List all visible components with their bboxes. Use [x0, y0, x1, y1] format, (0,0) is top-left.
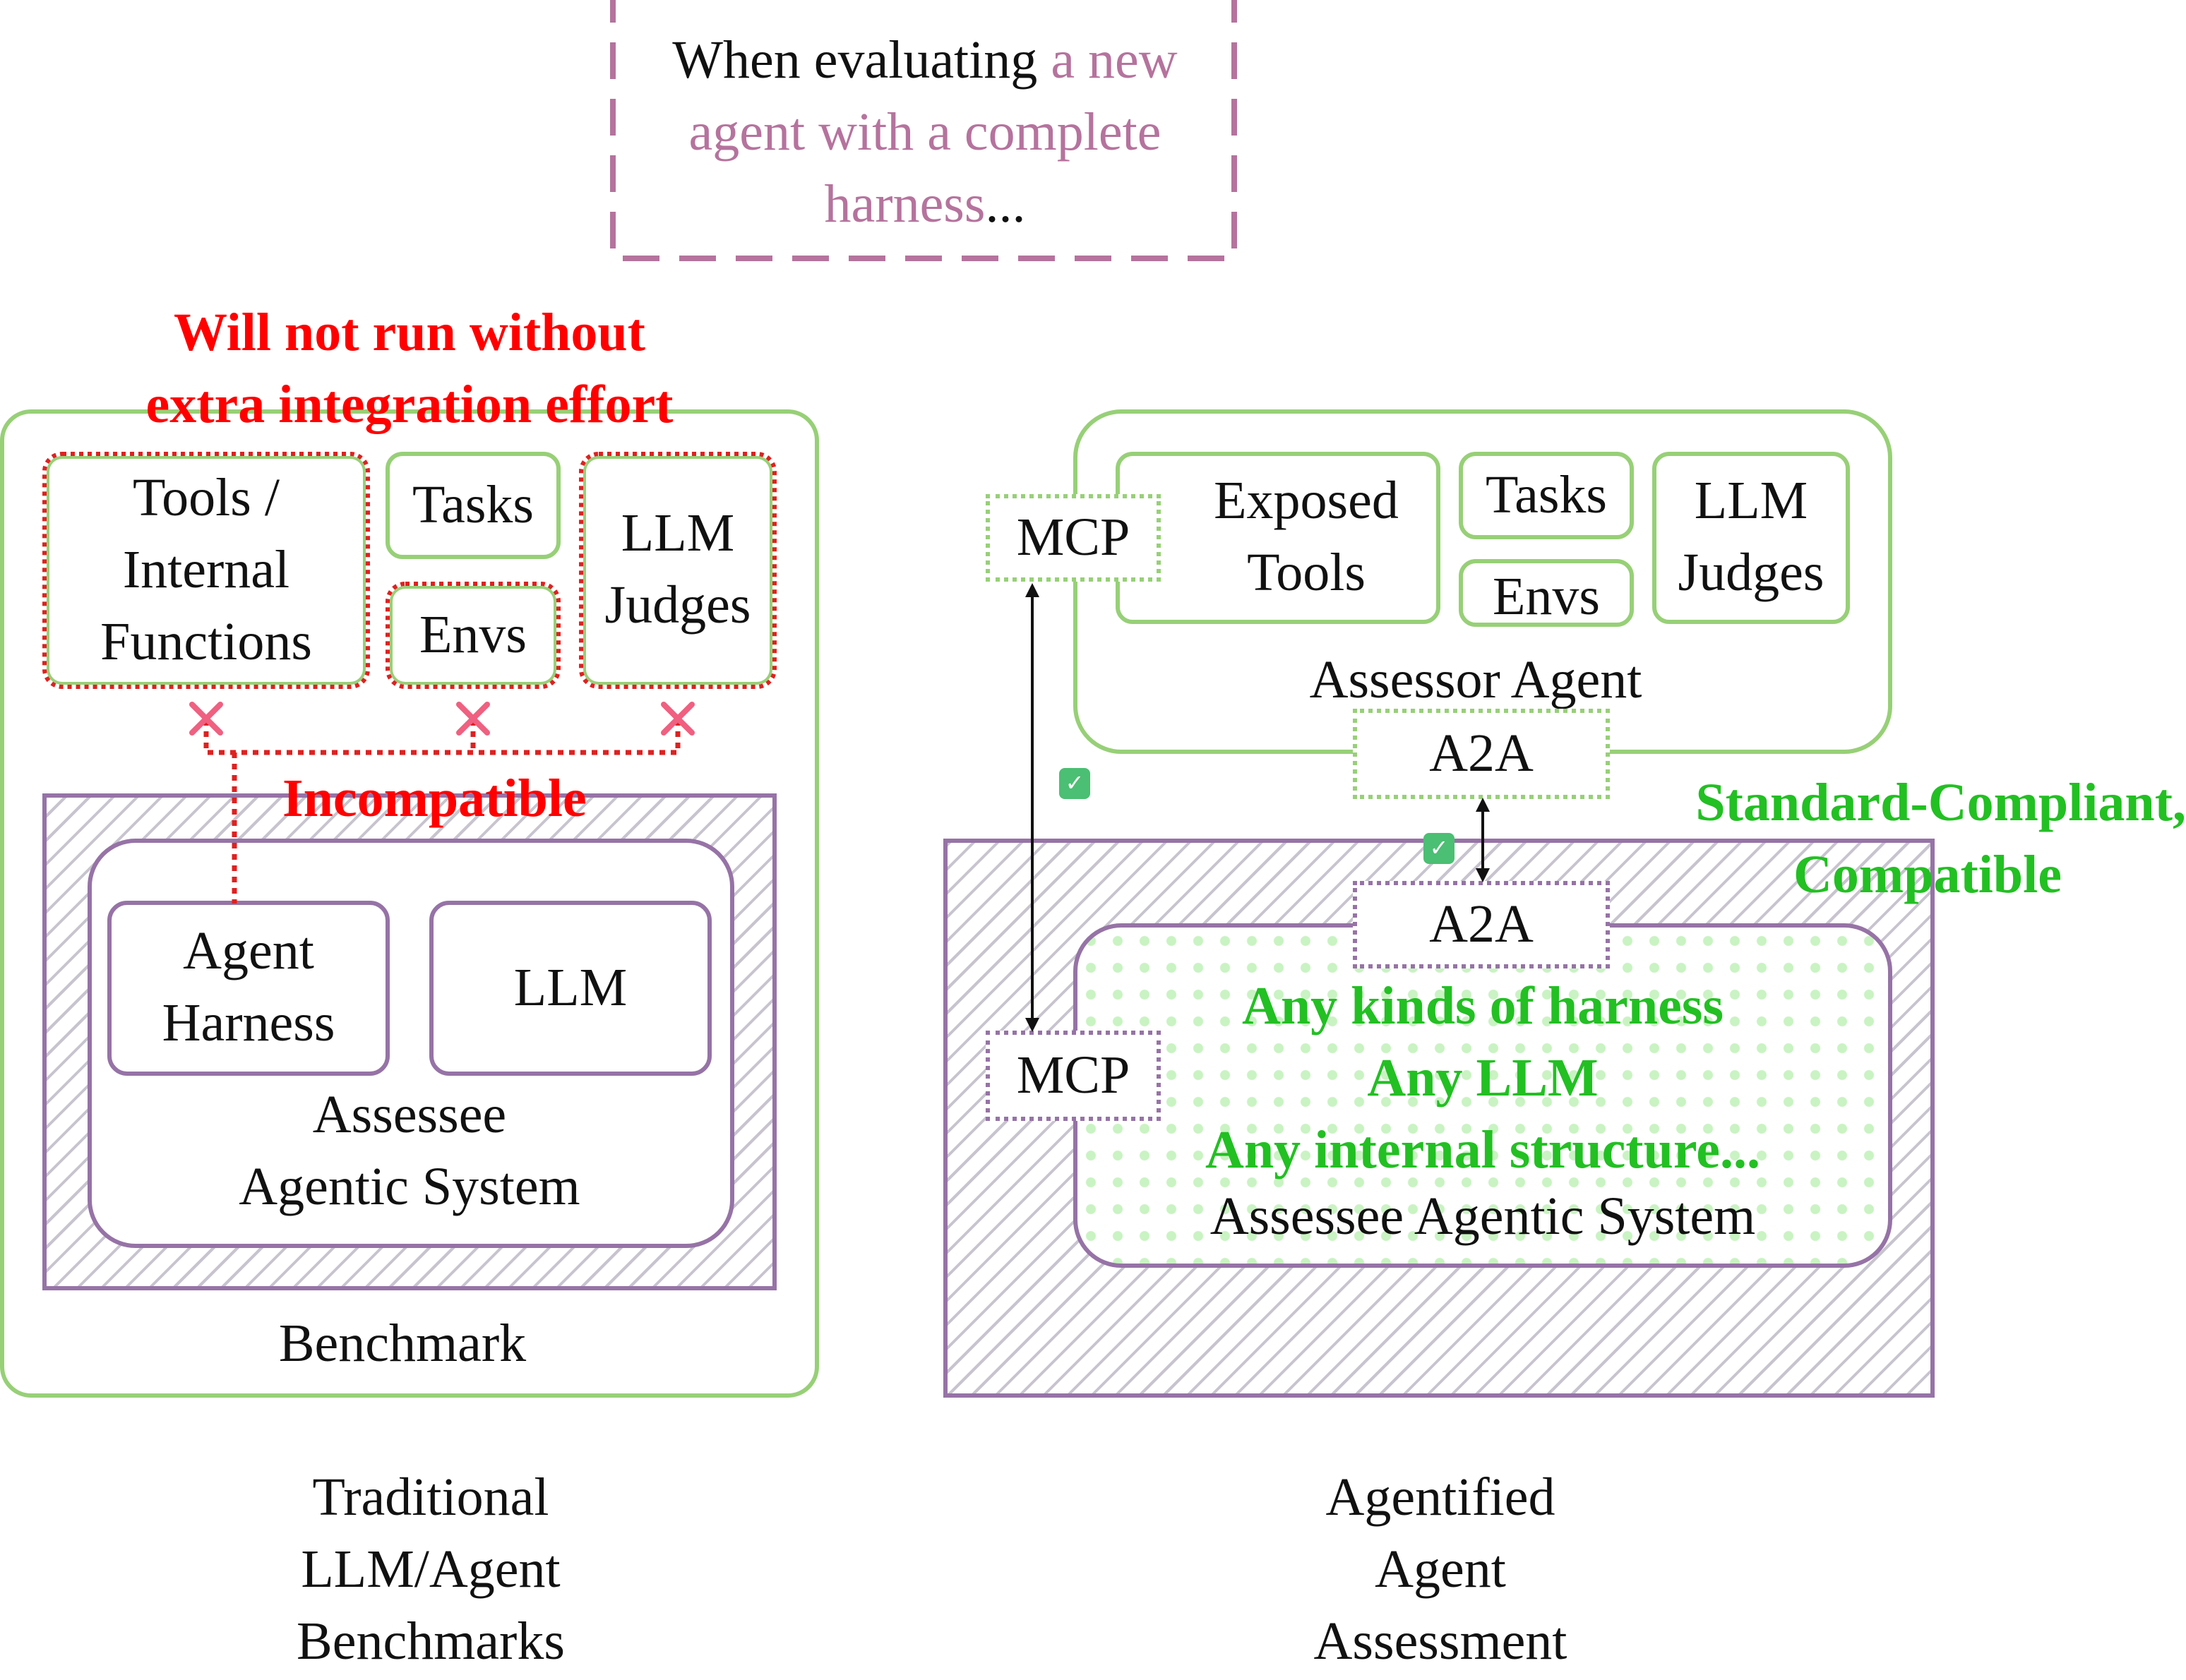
check-icon: ✓ [1423, 833, 1455, 864]
check-icon: ✓ [1059, 768, 1090, 799]
caption-right-line-1: Agentified [1325, 1468, 1555, 1527]
assessee-agentic-system-right [1073, 923, 1892, 1268]
a2a-port-assessor: A2A [1353, 709, 1610, 799]
assessee-label-right: Assessee Agentic System [1130, 1180, 1836, 1254]
standard-compliant-label: Standard-Compliant, Compatible [1624, 768, 2186, 915]
integration-warning-line-2: extra integration effort [145, 376, 674, 435]
assessor-agent-label: Assessor Agent [1243, 644, 1709, 717]
envs-box-right: Envs [1459, 559, 1634, 627]
incompatible-text: Incompatible [282, 769, 587, 829]
caption-right-line-3: Assessment [1313, 1612, 1567, 1671]
incompatible-label: Incompatible [282, 764, 650, 837]
envs-label-right: Envs [1493, 567, 1600, 626]
assessee-line-2-left: Agentic System [239, 1158, 580, 1217]
mcp-port-bottom: MCP [986, 1031, 1161, 1121]
integration-warning: Will not run without extra integration e… [56, 296, 763, 443]
exposed-tools-box: Exposed Tools [1116, 452, 1440, 624]
note-border [610, 0, 1237, 261]
harness-line-1: Agent [183, 922, 314, 981]
note-suffix: ... [985, 174, 1026, 234]
caption-left-line-1: Traditional [312, 1468, 549, 1527]
compliant-line-1: Standard-Compliant, [1695, 774, 2186, 833]
envs-box-left: Envs [386, 582, 561, 689]
a2a-bottom-label: A2A [1429, 894, 1534, 954]
benchmark-label: Benchmark [184, 1307, 621, 1381]
tasks-label-right: Tasks [1485, 465, 1607, 524]
caption-agentified: Agentified Agent Assessment [1214, 1460, 1666, 1680]
tools-internal-functions-box: Tools / Internal Functions [42, 452, 370, 689]
exposed-tools-line-2: Tools [1247, 544, 1366, 603]
judges-line-1-right: LLM [1694, 472, 1808, 531]
mcp-port-top: MCP [986, 494, 1161, 582]
agent-harness-box: Agent Harness [107, 901, 390, 1076]
tools-line-1: Tools / [133, 468, 280, 527]
caption-left-line-2: LLM/Agent [301, 1540, 561, 1599]
harness-line-2: Harness [162, 994, 335, 1053]
assessee-label-left: Assessee Agentic System [169, 1079, 650, 1225]
note-prefix: When evaluating [672, 30, 1051, 90]
any-structure-line: Any internal structure... [1205, 1120, 1760, 1180]
note-highlight: a new agent with a complete harness [688, 30, 1178, 234]
llm-judges-box-left: LLM Judges [579, 452, 777, 689]
judges-line-1-left: LLM [621, 504, 735, 563]
note-text: When evaluating a new agent with a compl… [621, 25, 1229, 240]
mcp-top-label: MCP [1016, 508, 1130, 567]
tasks-label-left: Tasks [412, 475, 534, 534]
a2a-port-assessee: A2A [1353, 881, 1610, 968]
tools-line-3: Functions [100, 612, 312, 671]
tasks-box-right: Tasks [1459, 452, 1634, 539]
envs-label-left: Envs [419, 605, 527, 664]
any-harness-line: Any kinds of harness [1241, 976, 1724, 1036]
compliant-line-2: Compatible [1793, 846, 2062, 905]
tasks-box-left: Tasks [386, 452, 561, 559]
assessee-text-right: Assessee Agentic System [1210, 1187, 1756, 1246]
judges-line-2-right: Judges [1678, 544, 1824, 603]
a2a-top-label: A2A [1429, 724, 1534, 783]
caption-traditional: Traditional LLM/Agent Benchmarks [198, 1460, 664, 1680]
llm-label-left: LLM [513, 958, 628, 1017]
tools-line-2: Internal [122, 540, 290, 599]
caption-left-line-3: Benchmarks [297, 1612, 565, 1671]
assessor-agent-text: Assessor Agent [1309, 650, 1642, 709]
assessee-line-1-left: Assessee [312, 1086, 507, 1145]
caption-right-line-2: Agent [1375, 1540, 1506, 1599]
any-capabilities-list: Any kinds of harness Any LLM Any interna… [1116, 968, 1850, 1189]
exposed-tools-line-1: Exposed [1214, 472, 1399, 531]
mcp-bottom-label: MCP [1016, 1045, 1130, 1105]
integration-warning-line-1: Will not run without [174, 304, 645, 363]
any-llm-line: Any LLM [1367, 1048, 1599, 1108]
llm-box-left: LLM [429, 901, 712, 1076]
judges-line-2-left: Judges [604, 576, 751, 635]
llm-judges-box-right: LLM Judges [1652, 452, 1850, 624]
benchmark-label-text: Benchmark [278, 1314, 527, 1373]
